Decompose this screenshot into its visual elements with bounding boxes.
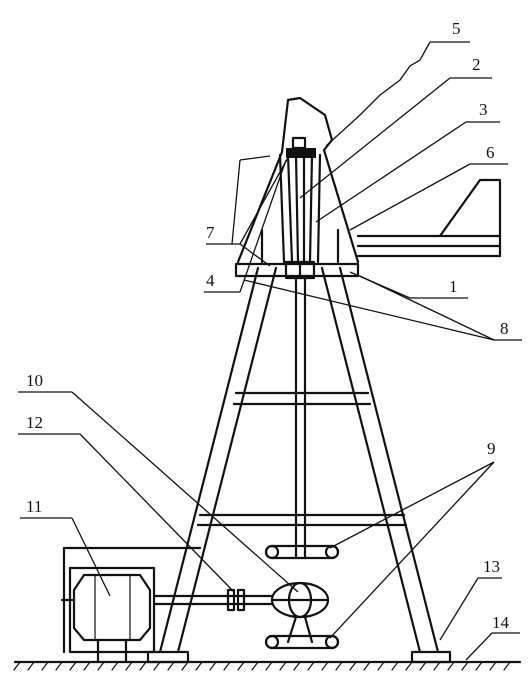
label-8: 8: [500, 319, 509, 338]
label-5: 5: [452, 19, 461, 38]
label-14: 14: [492, 613, 510, 632]
hub-block: [286, 148, 316, 158]
impellers: [264, 544, 340, 650]
part-labels: 5 2 3 6 7 4 1 8 10 12 9 11 13 14: [26, 19, 510, 632]
motor-assembly: [60, 546, 274, 664]
tail-fin: [356, 178, 502, 258]
label-13: 13: [483, 557, 500, 576]
tower-frame: [146, 266, 452, 664]
label-3: 3: [479, 100, 488, 119]
main-shaft: [294, 276, 307, 560]
label-2: 2: [472, 55, 481, 74]
label-6: 6: [486, 143, 495, 162]
label-10: 10: [26, 371, 43, 390]
gearbox: [270, 581, 330, 619]
conical-head: [236, 96, 360, 264]
label-4: 4: [206, 271, 215, 290]
label-12: 12: [26, 413, 43, 432]
label-9: 9: [487, 439, 496, 458]
label-7: 7: [206, 223, 215, 242]
ground: [13, 660, 522, 671]
top-platform: [234, 260, 360, 280]
leader-lines: [18, 41, 522, 661]
label-1: 1: [449, 277, 458, 296]
label-11: 11: [26, 497, 42, 516]
